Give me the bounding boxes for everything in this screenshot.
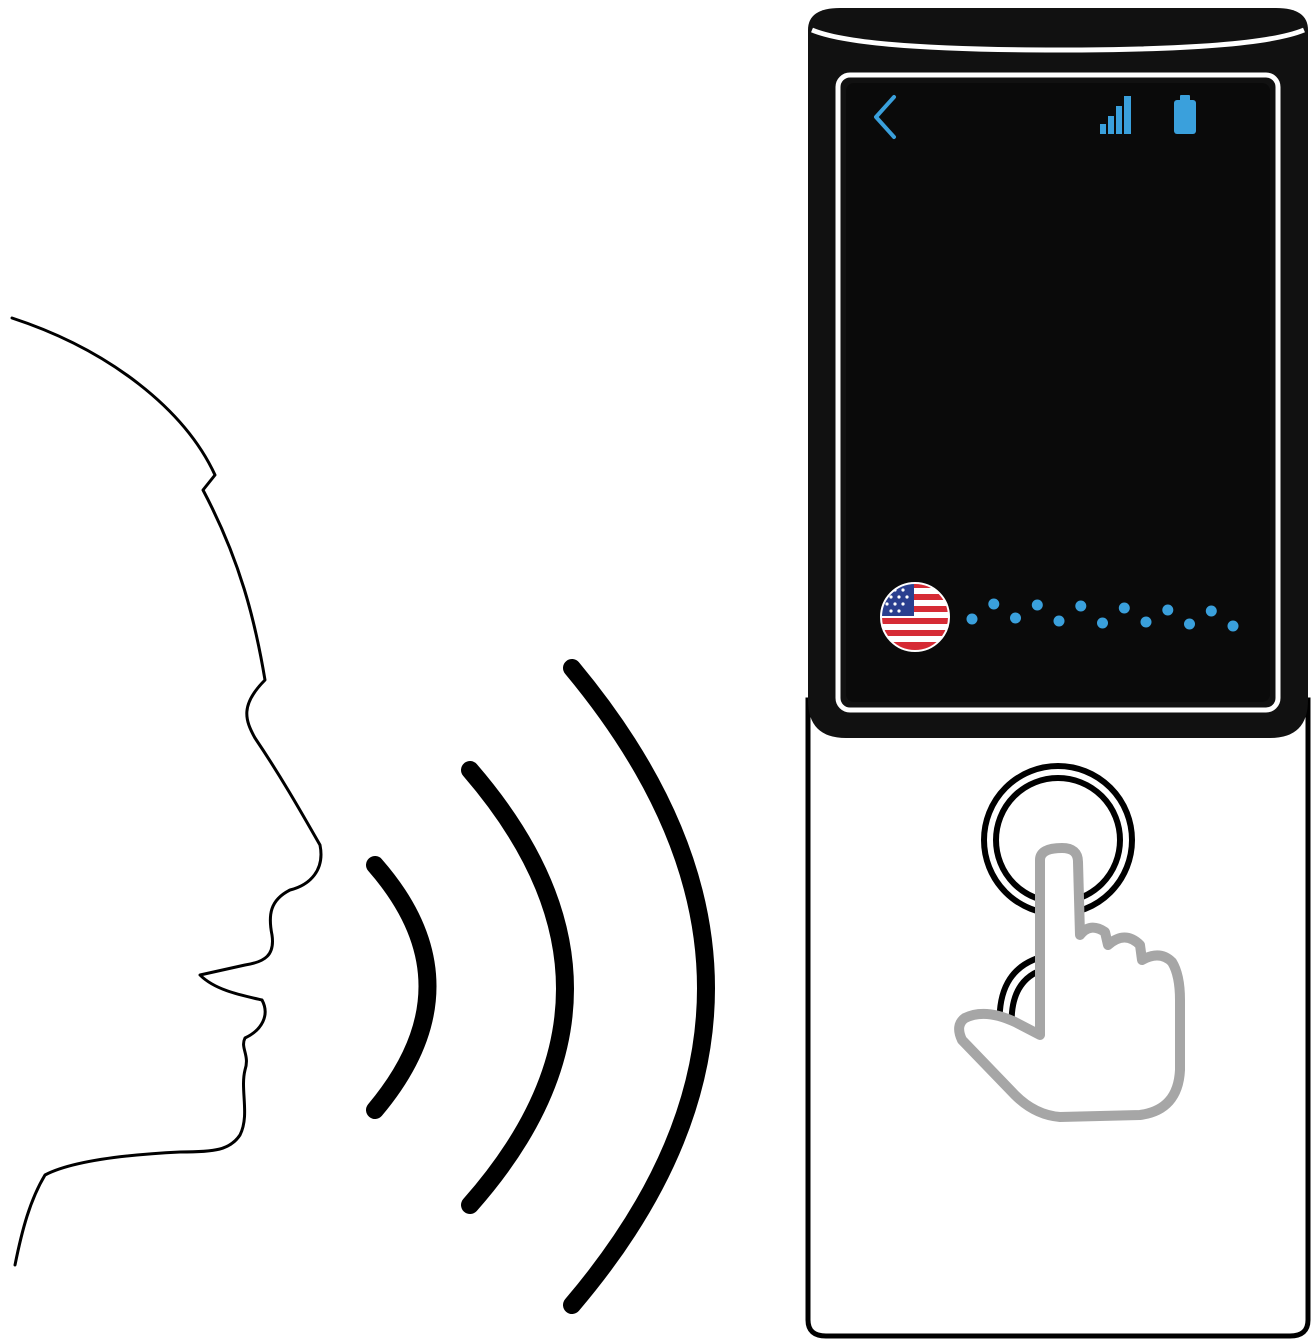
waveform-dot [1010,613,1021,624]
waveform-dot [1162,605,1173,616]
sound-wave-small [375,865,428,1110]
waveform-dot [1184,619,1195,630]
waveform-dot [1119,603,1130,614]
waveform-dot [1054,616,1065,627]
waveform-dot [1097,618,1108,629]
sound-wave-medium [470,770,565,1205]
translator-device [808,8,1308,1336]
battery-icon [1174,95,1196,134]
sound-waves [375,668,706,1305]
us-flag-icon [880,582,950,652]
sound-wave-large [572,668,706,1305]
waveform-dot [1032,600,1043,611]
waveform-dot [988,599,999,610]
waveform-dot [1141,617,1152,628]
waveform-dot [1206,606,1217,617]
waveform-dot [1228,621,1239,632]
waveform-dot [1075,601,1086,612]
face-profile-icon [12,318,321,1265]
waveform-dot [967,614,978,625]
